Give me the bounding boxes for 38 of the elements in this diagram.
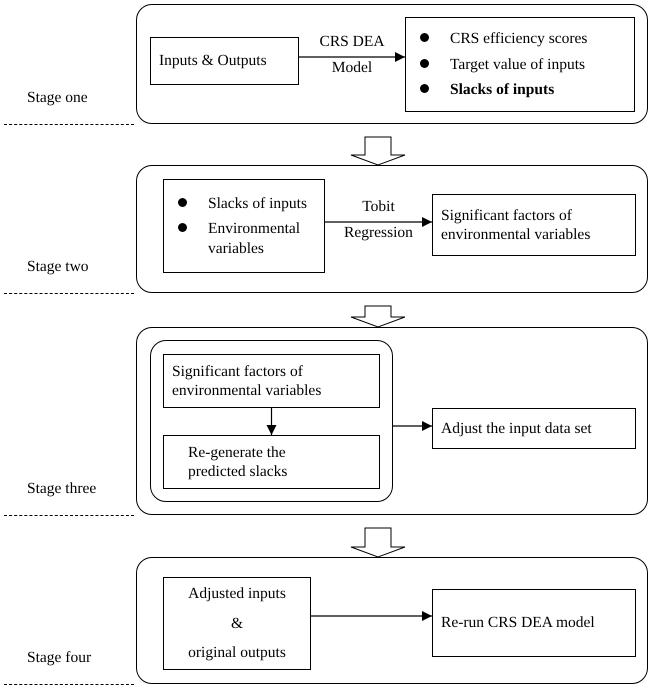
box-text: Significant factors of environmental variables (172, 362, 322, 400)
box-text: Re-run CRS DEA model (441, 613, 595, 633)
box-text: original outputs (188, 643, 286, 663)
block-arrow (350, 136, 406, 166)
bullet-item: CRS efficiency scores (412, 29, 588, 49)
block-arrow (350, 306, 406, 328)
arrow (325, 217, 432, 227)
process-box (432, 589, 636, 657)
arrow (393, 421, 432, 431)
bullet-item: Target value of inputs (412, 54, 586, 74)
bullet-item: Slacks of inputs (170, 194, 308, 214)
box-text: Significant factors of environmental variables (441, 206, 592, 244)
arrow (299, 52, 405, 62)
bullet-list-box (163, 179, 325, 273)
box-text: Adjust the input data set (441, 418, 592, 438)
process-box (150, 37, 299, 85)
bullet-list-box (405, 17, 635, 112)
box-text: Adjusted inputs (188, 584, 286, 604)
stage-label: Stage three (27, 478, 96, 498)
process-box (163, 577, 311, 670)
stage-label: Stage four (27, 648, 92, 667)
process-box (432, 194, 636, 256)
process-box (163, 435, 380, 489)
stage-label: Stage one (27, 88, 88, 107)
edge-label: Tobit Regression (343, 197, 414, 243)
box-text: Re-generate the predicted slacks (188, 442, 288, 482)
group-box (150, 340, 393, 502)
box-text: & (230, 614, 244, 634)
arrow (311, 611, 432, 621)
stage-label: Stage two (27, 256, 89, 276)
bullet-item: Slacks of inputs (412, 80, 554, 100)
edge-label: CRS DEA Model (318, 32, 386, 78)
block-arrow (350, 528, 406, 558)
process-box (432, 408, 636, 449)
arrow (266, 408, 276, 435)
box-text: Inputs & Outputs (159, 51, 267, 71)
process-box (163, 354, 380, 408)
bullet-item: Environmental variables (170, 219, 310, 258)
